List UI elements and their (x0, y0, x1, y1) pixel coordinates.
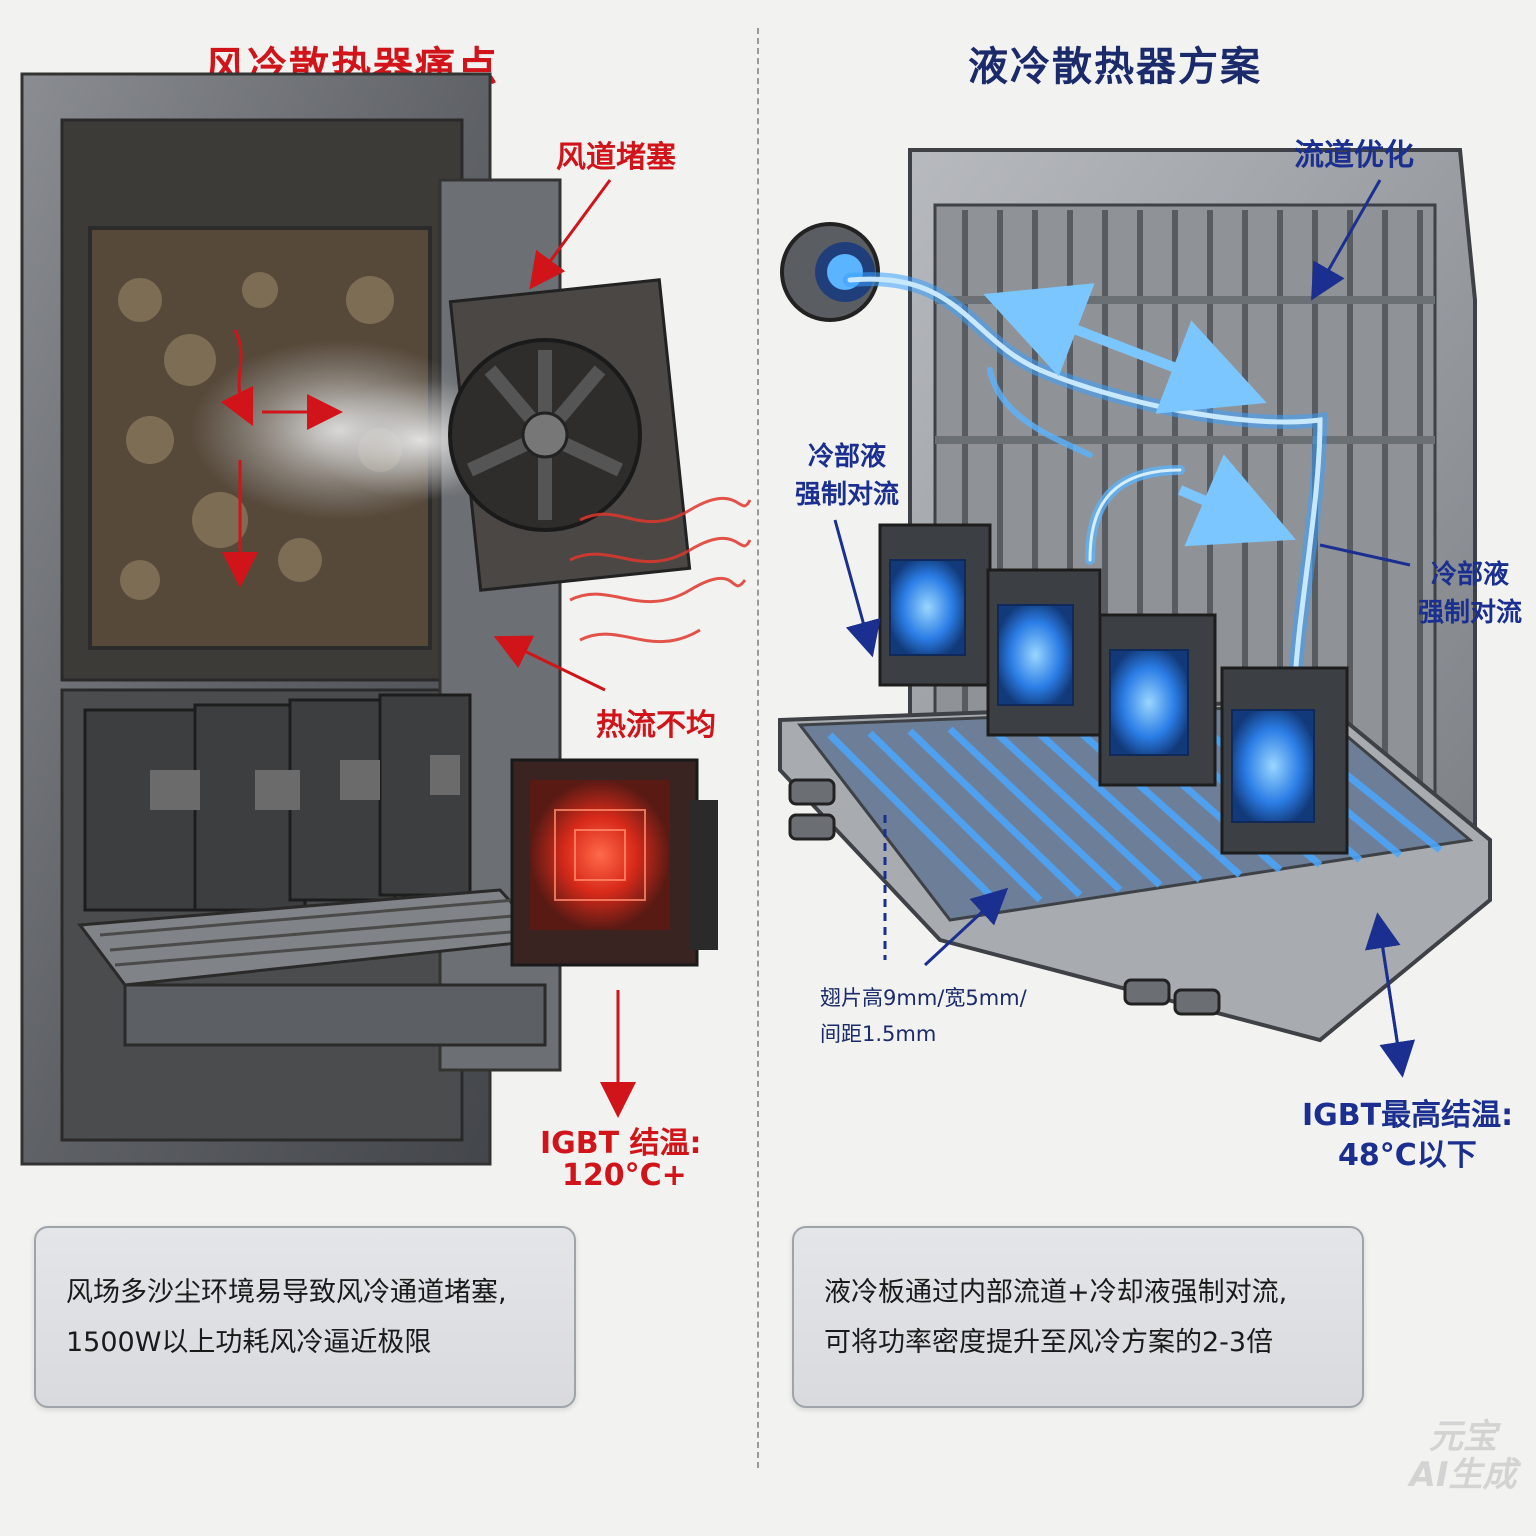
left-caption-box: 风场多沙尘环境易导致风冷通道堵塞, 1500W以上功耗风冷逼近极限 (34, 1226, 576, 1408)
cooling-fan (448, 278, 692, 592)
label-channel-optimization: 流道优化 (1294, 138, 1414, 173)
label-igbt-temp-line1: IGBT 结温: (540, 1126, 702, 1161)
air-cooled-cabinet-illustration (20, 72, 752, 1166)
label-fin-spec: 翅片高9mm/宽5mm/ 间距1.5mm (820, 980, 1027, 1052)
internal-heat-arrows (220, 329, 343, 588)
igbt-modules-liquid-cooled (878, 523, 1349, 855)
liquid-cooled-plate-illustration (778, 148, 1492, 1078)
label-igbt-temp-line2: 120°C+ (562, 1158, 687, 1193)
overheated-igbt (510, 758, 718, 967)
right-caption-line1: 液冷板通过内部流道+冷却液强制对流, (824, 1277, 1288, 1308)
left-caption-line1: 风场多沙尘环境易导致风冷通道堵塞, (66, 1277, 507, 1308)
watermark-line2: AI生成 (1409, 1455, 1517, 1495)
center-divider (757, 28, 759, 1468)
igbt-module-4 (1220, 666, 1349, 855)
label-coolant-left: 冷部液 强制对流 (795, 438, 899, 514)
right-caption-box: 液冷板通过内部流道+冷却液强制对流, 可将功率密度提升至风冷方案的2-3倍 (792, 1226, 1364, 1408)
label-igbt-max-temp-line2: 48°C以下 (1338, 1138, 1477, 1173)
label-coolant-right: 冷部液 强制对流 (1418, 556, 1522, 632)
callout-arrows (833, 179, 1416, 1078)
igbt-module-2 (986, 568, 1102, 737)
label-fin-spec-line1: 翅片高9mm/宽5mm/ (820, 986, 1027, 1010)
igbt-module-3 (1098, 613, 1217, 787)
label-coolant-right-line1: 冷部液 (1431, 560, 1510, 590)
label-air-blockage: 风道堵塞 (556, 140, 676, 175)
igbt-module-bank (83, 693, 472, 912)
igbt-module-1 (878, 523, 992, 687)
heat-waves (569, 496, 752, 644)
right-caption-line2: 可将功率密度提升至风冷方案的2-3倍 (824, 1327, 1274, 1358)
watermark-line1: 元宝 (1429, 1417, 1497, 1457)
callout-arrows (493, 179, 636, 1118)
side-ports (788, 778, 1221, 1016)
flow-direction-arrows (983, 283, 1296, 547)
label-igbt-max-temp-line1: IGBT最高结温: (1302, 1098, 1514, 1133)
right-title: 液冷散热器方案 (968, 44, 1262, 90)
label-coolant-left-line1: 冷部液 (808, 442, 887, 472)
ai-generated-watermark: 元宝 AI生成 (1408, 1418, 1518, 1494)
label-coolant-right-line2: 强制对流 (1418, 598, 1523, 628)
inlet-connector (780, 222, 880, 322)
label-coolant-left-line2: 强制对流 (795, 480, 900, 510)
label-fin-spec-line2: 间距1.5mm (820, 1022, 937, 1046)
label-uneven-heat: 热流不均 (596, 708, 716, 743)
left-caption-line2: 1500W以上功耗风冷逼近极限 (66, 1327, 432, 1358)
grating-tray (77, 888, 549, 1047)
